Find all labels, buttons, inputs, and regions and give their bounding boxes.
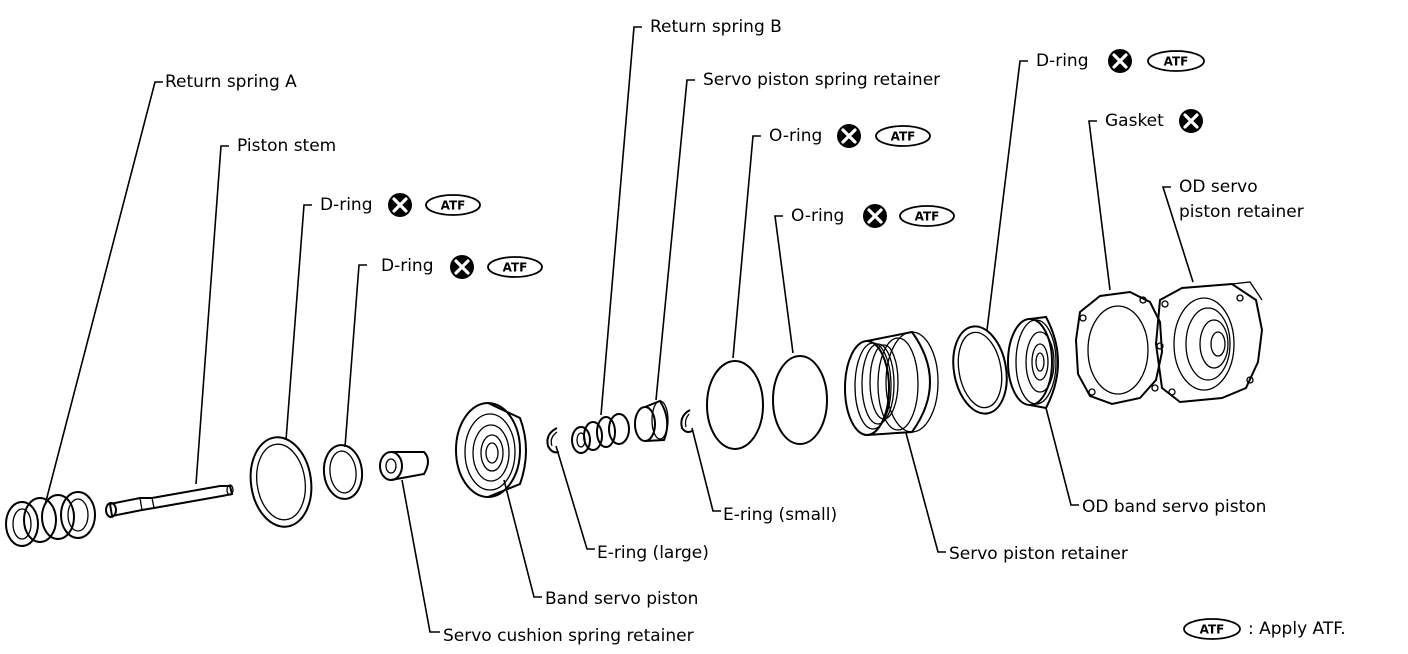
o-ring-1 xyxy=(706,360,764,450)
od-servo-piston-retainer xyxy=(1154,281,1264,404)
label-d-ring-2: D-ring xyxy=(381,256,434,276)
svg-text:ATF: ATF xyxy=(441,199,466,213)
band-servo-piston xyxy=(455,402,527,498)
atf-badge: ATF xyxy=(899,205,955,227)
svg-text:ATF: ATF xyxy=(1200,623,1225,637)
leader-lines xyxy=(44,26,1194,633)
return-spring-a xyxy=(5,491,96,547)
label-d-ring-1: D-ring xyxy=(320,195,373,215)
atf-badge: ATF xyxy=(425,194,481,216)
e-ring-small xyxy=(680,409,693,433)
label-return-spring-a: Return spring A xyxy=(165,72,297,92)
label-servo-cushion-spring-retainer: Servo cushion spring retainer xyxy=(443,626,694,646)
label-e-ring-small: E-ring (small) xyxy=(723,505,838,525)
label-return-spring-b: Return spring B xyxy=(650,17,782,37)
label-piston-stem: Piston stem xyxy=(237,136,337,156)
replace-x-icon xyxy=(861,202,889,230)
replace-x-icon xyxy=(448,253,476,281)
piston-stem xyxy=(105,484,234,518)
replace-x-icon xyxy=(1106,47,1134,75)
replace-x-icon xyxy=(1177,107,1205,135)
o-ring-2 xyxy=(772,355,828,445)
servo-piston-spring-retainer xyxy=(634,399,669,442)
return-spring-b xyxy=(571,413,630,454)
atf-badge: ATF xyxy=(875,125,931,147)
d-ring-large xyxy=(249,436,313,528)
label-gasket: Gasket xyxy=(1105,111,1164,131)
svg-text:ATF: ATF xyxy=(915,210,940,224)
label-od-servo-line2: piston retainer xyxy=(1179,202,1304,222)
label-od-band-servo-piston: OD band servo piston xyxy=(1082,497,1267,517)
label-o-ring-1: O-ring xyxy=(769,126,823,146)
label-band-servo-piston: Band servo piston xyxy=(545,589,699,609)
svg-text:ATF: ATF xyxy=(891,130,916,144)
label-od-servo-line1: OD servo xyxy=(1179,177,1258,197)
e-ring-large xyxy=(546,427,560,454)
label-d-ring-3: D-ring xyxy=(1036,51,1089,71)
d-ring-3 xyxy=(952,325,1008,415)
legend-text: : Apply ATF. xyxy=(1248,619,1346,639)
replace-x-icon xyxy=(386,191,414,219)
svg-text:ATF: ATF xyxy=(1164,55,1189,69)
atf-badge: ATF xyxy=(1147,50,1205,72)
gasket xyxy=(1074,290,1164,406)
label-e-ring-large: E-ring (large) xyxy=(597,543,709,563)
atf-badge: ATF xyxy=(487,256,543,278)
label-servo-piston-spring-retainer: Servo piston spring retainer xyxy=(703,70,941,90)
label-o-ring-2: O-ring xyxy=(791,206,845,226)
servo-cushion-spring-retainer xyxy=(379,451,429,481)
legend-atf-badge: ATF xyxy=(1183,618,1241,640)
atf-badges: ATF ATF ATF ATF ATF ATF xyxy=(425,50,1241,640)
label-servo-piston-retainer: Servo piston retainer xyxy=(949,544,1128,564)
svg-text:ATF: ATF xyxy=(503,261,528,275)
od-band-servo-piston xyxy=(1007,315,1059,410)
servo-piston-retainer xyxy=(844,330,939,436)
d-ring-small xyxy=(322,444,364,500)
replace-x-icon xyxy=(835,122,863,150)
